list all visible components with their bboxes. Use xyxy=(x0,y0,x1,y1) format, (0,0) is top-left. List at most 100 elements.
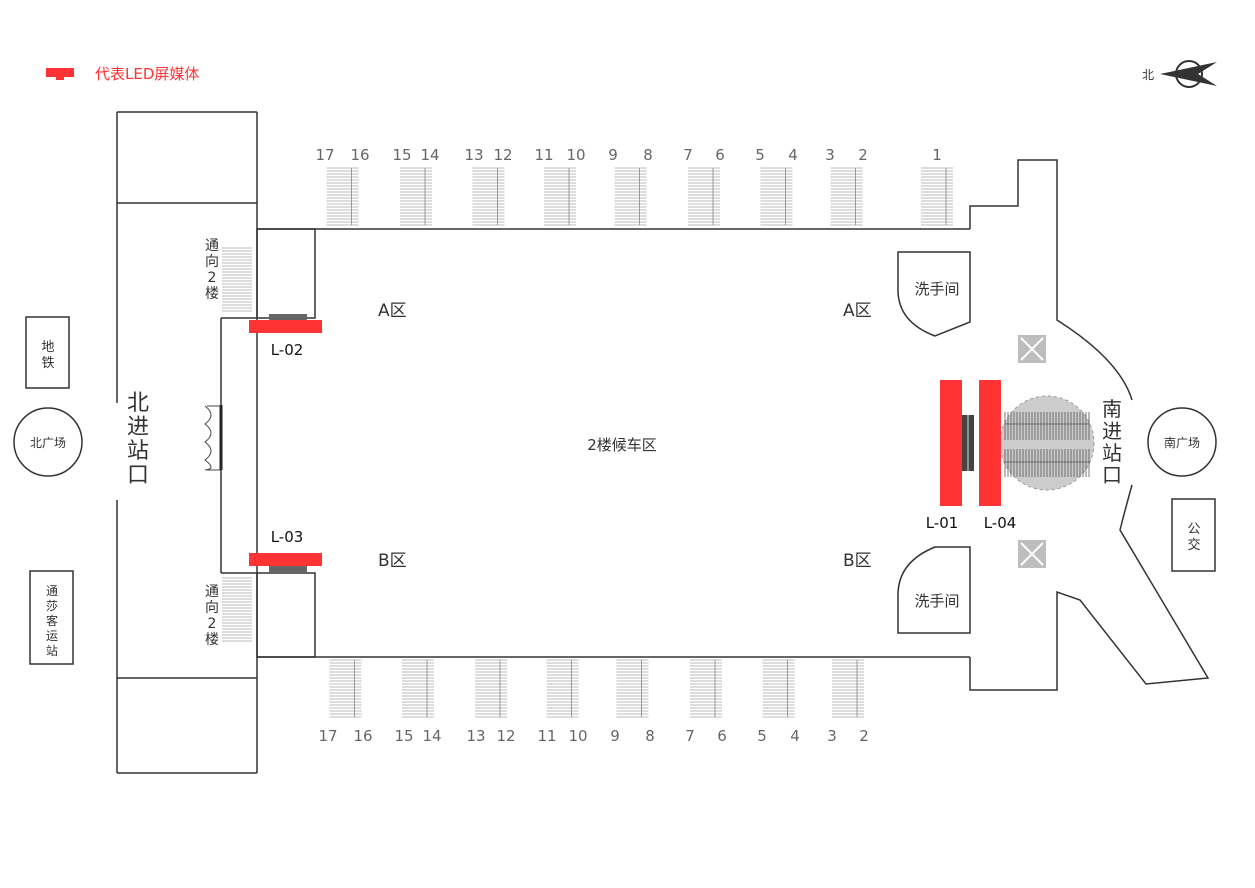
svg-text:2: 2 xyxy=(208,616,217,632)
svg-text:站: 站 xyxy=(127,439,149,464)
led-l01: L-01 xyxy=(926,380,962,532)
svg-text:南: 南 xyxy=(1102,397,1122,421)
svg-text:运: 运 xyxy=(46,629,58,643)
gate-top-label: 8 xyxy=(643,146,653,164)
svg-text:铁: 铁 xyxy=(41,356,54,371)
gate-top-label: 3 xyxy=(825,146,835,164)
led-l01-label: L-01 xyxy=(926,514,959,532)
gate-top-label: 5 xyxy=(755,146,765,164)
gate-top-label: 9 xyxy=(608,146,618,164)
north-door-gate xyxy=(204,405,223,471)
gate-bottom-label: 16 xyxy=(353,727,372,745)
restroom-upper: 洗手间 xyxy=(897,251,971,337)
gate-top-label: 4 xyxy=(788,146,798,164)
south-plaza: 南广场 xyxy=(1147,407,1217,477)
gate-bottom-label: 17 xyxy=(318,727,337,745)
escalator-steps xyxy=(1004,412,1090,477)
marker-upper-icon xyxy=(1018,335,1046,363)
south-plaza-label: 南广场 xyxy=(1164,435,1200,450)
zone-b-right: B区 xyxy=(843,551,872,571)
gate-bottom-label: 7 xyxy=(685,727,695,745)
gate-bottom-label: 3 xyxy=(827,727,837,745)
hall-outline xyxy=(220,228,970,658)
marker-lower-icon xyxy=(1018,540,1046,568)
restroom-lower: 洗手间 xyxy=(897,546,971,634)
restroom-upper-label: 洗手间 xyxy=(914,280,959,298)
svg-text:通: 通 xyxy=(46,584,58,598)
gate-top-label: 6 xyxy=(715,146,725,164)
legend-led-swatch xyxy=(46,68,74,77)
svg-text:进: 进 xyxy=(1102,419,1122,443)
svg-text:北: 北 xyxy=(127,391,149,416)
zone-a-left: A区 xyxy=(378,301,407,321)
zone-b-left: B区 xyxy=(378,551,407,571)
svg-text:地: 地 xyxy=(41,340,54,355)
svg-text:口: 口 xyxy=(1102,463,1122,487)
svg-text:口: 口 xyxy=(127,463,149,488)
gate-bottom-label: 4 xyxy=(790,727,800,745)
led-l04-label: L-04 xyxy=(984,514,1017,532)
north-plaza-label: 北广场 xyxy=(30,436,66,450)
led-l02: L-02 xyxy=(249,314,322,359)
gate-top-label: 17 xyxy=(315,146,334,164)
svg-text:楼: 楼 xyxy=(205,286,219,302)
gate-top-label: 7 xyxy=(683,146,693,164)
svg-text:公: 公 xyxy=(1187,522,1200,537)
legend-label: 代表LED屏媒体 xyxy=(95,65,199,83)
gates-top: 17 16 15 14 13 12 11 10 9 8 7 6 5 4 3 2 1 xyxy=(315,146,953,226)
zone-a-right: A区 xyxy=(843,301,872,321)
gate-bottom-label: 5 xyxy=(757,727,767,745)
compass-arrow-icon xyxy=(1160,62,1217,86)
gate-bottom-label: 10 xyxy=(568,727,587,745)
svg-text:楼: 楼 xyxy=(205,632,219,648)
led-l02-label: L-02 xyxy=(271,341,304,359)
gate-top-label: 15 xyxy=(392,146,411,164)
gate-top-label: 1 xyxy=(932,146,942,164)
gate-bottom-label: 14 xyxy=(422,727,441,745)
led-l03: L-03 xyxy=(249,528,322,572)
svg-text:交: 交 xyxy=(1187,537,1200,553)
bus-label: 公交 xyxy=(1187,522,1200,553)
svg-text:站: 站 xyxy=(1102,441,1122,465)
gate-bottom-label: 2 xyxy=(859,727,869,745)
led-l04: L-04 xyxy=(979,380,1016,532)
gate-top-label: 13 xyxy=(464,146,483,164)
bus-box xyxy=(1171,498,1216,572)
north-concourse xyxy=(116,111,258,774)
gate-bottom-label: 9 xyxy=(610,727,620,745)
svg-text:进: 进 xyxy=(127,415,149,440)
stairs-upper xyxy=(222,247,252,312)
tongsha-box xyxy=(29,570,74,665)
gate-bottom-label: 6 xyxy=(717,727,727,745)
svg-text:客: 客 xyxy=(46,613,58,628)
svg-text:2: 2 xyxy=(208,270,217,286)
gate-top-label: 14 xyxy=(420,146,439,164)
escalator-area xyxy=(962,395,1095,491)
gate-top-label: 16 xyxy=(350,146,369,164)
compass-label: 北 xyxy=(1142,68,1154,82)
gate-bottom-label: 11 xyxy=(537,727,556,745)
gate-bottom-label: 8 xyxy=(645,727,655,745)
gate-top-label: 10 xyxy=(566,146,585,164)
svg-text:通: 通 xyxy=(205,584,219,600)
gate-top-label: 2 xyxy=(858,146,868,164)
legend: 代表LED屏媒体 xyxy=(46,65,199,83)
compass: 北 xyxy=(1142,60,1217,88)
svg-text:向: 向 xyxy=(205,254,219,270)
gate-top-label: 12 xyxy=(493,146,512,164)
restroom-lower-label: 洗手间 xyxy=(914,592,959,610)
stairs-lower xyxy=(222,577,252,642)
metro-box xyxy=(25,316,70,389)
gate-top-label: 11 xyxy=(534,146,553,164)
legend-led-swatch-base xyxy=(56,77,64,80)
north-plaza: 北广场 xyxy=(13,407,83,477)
metro-label: 地铁 xyxy=(41,340,54,371)
gate-bottom-label: 12 xyxy=(496,727,515,745)
